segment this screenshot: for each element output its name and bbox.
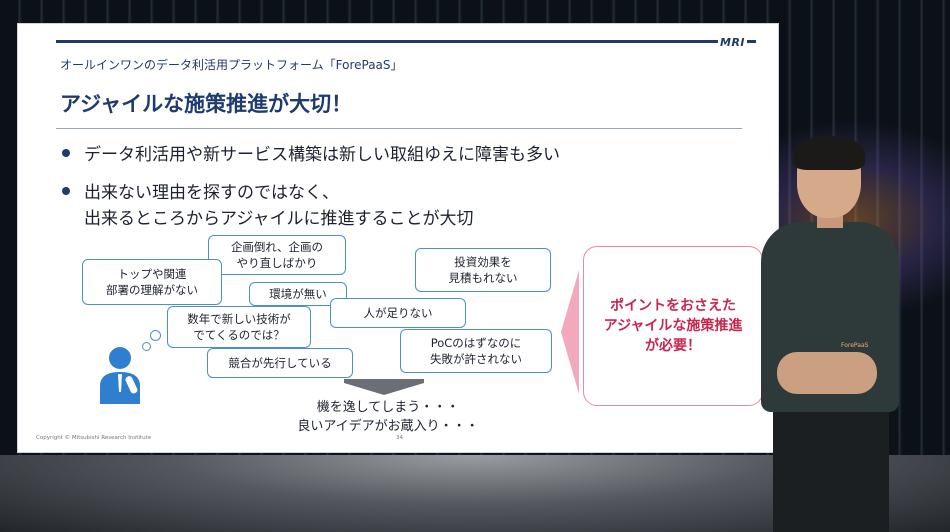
mri-logo: MRI <box>718 36 748 49</box>
down-arrow-icon <box>344 383 424 395</box>
conclusion-text: 機を逸してしまう・・・ 良いアイデアがお蔵入り・・・ <box>288 398 488 436</box>
bullet-text: 出来ない理由を探すのではなく、 <box>84 183 339 203</box>
obstacle-bubble: トップや関連 部署の理解がない <box>82 259 222 305</box>
bullet-text-continued: 出来るところからアジャイルに推進することが大切 <box>84 209 474 229</box>
shirt-logo: ForePaaS <box>841 342 869 349</box>
presenter-figure: ForePaaS <box>755 136 925 532</box>
slide-top-rule <box>56 40 756 43</box>
slide-subtitle: オールインワンのデータ利活用プラットフォーム「ForePaaS」 <box>60 58 403 72</box>
obstacle-bubble: 企画倒れ、企画の やり直しばかり <box>208 235 346 275</box>
obstacle-bubble: 数年で新しい技術が でてくるのでは？ <box>167 306 311 348</box>
slide-title: アジャイルな施策推進が大切！ <box>60 92 353 116</box>
key-point-text: ポイントをおさえた アジャイルな施策推進 が必要！ <box>603 298 743 354</box>
conclusion-line: 良いアイデアがお蔵入り・・・ <box>297 419 479 434</box>
presentation-slide: MRI オールインワンのデータ利活用プラットフォーム「ForePaaS」 アジャ… <box>18 24 778 452</box>
bullet-dot-icon <box>62 187 70 195</box>
key-point-box: ポイントをおさえた アジャイルな施策推進 が必要！ <box>583 246 763 406</box>
obstacle-bubble: 競合が先行している <box>207 348 353 378</box>
thinking-person-icon <box>100 347 140 404</box>
copyright-text: Copyright © Mitsubishi Research Institut… <box>36 435 152 441</box>
bullet-text: データ利活用や新サービス構築は新しい取組ゆえに障害も多い <box>84 145 560 165</box>
presenter-hair <box>793 136 865 170</box>
title-divider <box>56 128 742 129</box>
thought-dot-icon <box>150 330 161 341</box>
page-number: 34 <box>396 435 403 441</box>
presenter-legs <box>773 407 889 532</box>
presenter-hands <box>777 352 877 394</box>
bullet-dot-icon <box>62 149 70 157</box>
obstacle-bubble: 人が足りない <box>330 298 466 328</box>
obstacle-bubble: PoCのはずなのに 失敗が許されない <box>400 329 552 373</box>
down-arrow-bar <box>344 379 424 383</box>
obstacle-bubble: 投資効果を 見積もれない <box>415 248 551 292</box>
conclusion-line: 機を逸してしまう・・・ <box>316 400 460 415</box>
bullet-1: データ利活用や新サービス構築は新しい取組ゆえに障害も多い <box>62 142 560 168</box>
thought-dot-icon <box>142 342 151 351</box>
chevron-left-icon <box>561 270 579 394</box>
bullet-2: 出来ない理由を探すのではなく、 出来るところからアジャイルに推進することが大切 <box>62 180 473 232</box>
